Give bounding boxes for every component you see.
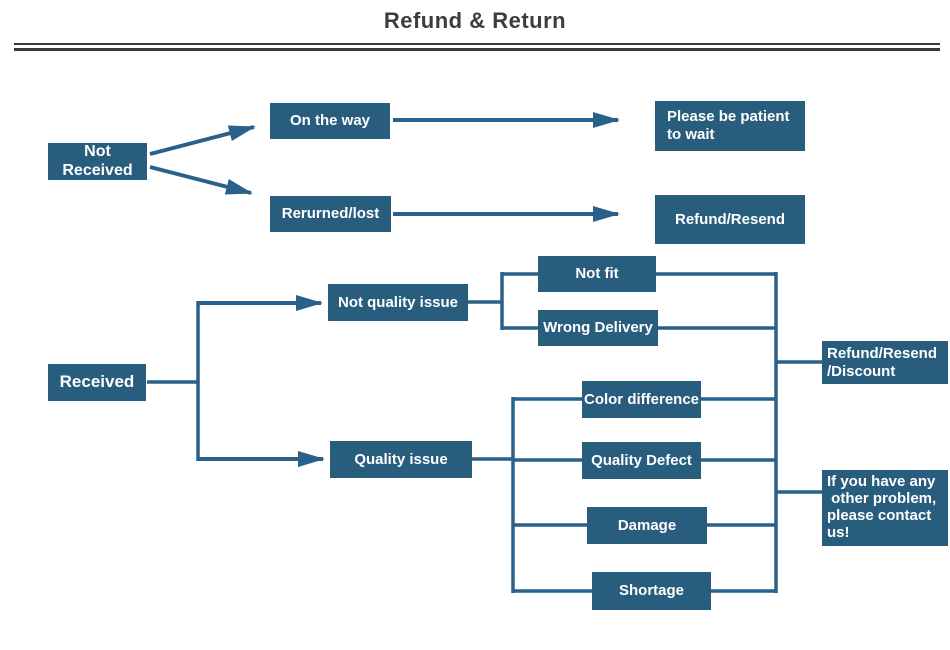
node-contact-us: If you have any other problem, please co… — [822, 470, 948, 546]
connector-line — [149, 125, 256, 156]
not-quality-bracket — [468, 272, 540, 330]
node-damage: Damage — [587, 507, 707, 544]
node-refund-resend: Refund/Resend — [655, 195, 805, 244]
node-not-quality-issue: Not quality issue — [328, 284, 468, 321]
node-shortage: Shortage — [592, 572, 711, 610]
node-wrong-delivery: Wrong Delivery — [538, 310, 658, 346]
node-not-fit: Not fit — [538, 256, 656, 292]
node-quality-issue: Quality issue — [330, 441, 472, 478]
node-color-difference: Color difference — [582, 381, 701, 418]
outcome-collector — [656, 272, 823, 593]
quality-bracket — [472, 397, 593, 593]
not-received-branch — [149, 112, 620, 222]
page-title: Refund & Return — [383, 8, 567, 33]
title-divider — [14, 43, 940, 51]
received-branch — [147, 295, 325, 467]
node-refund-resend-discount: Refund/Resend /Discount — [822, 341, 948, 384]
connector-line — [149, 165, 253, 195]
node-not-received: Not Received — [48, 143, 147, 180]
node-quality-defect: Quality Defect — [582, 442, 701, 479]
node-returned-lost: Rerurned/lost — [270, 196, 391, 232]
node-on-the-way: On the way — [270, 103, 390, 139]
node-please-wait: Please be patient to wait — [655, 101, 805, 151]
node-received: Received — [48, 364, 146, 401]
